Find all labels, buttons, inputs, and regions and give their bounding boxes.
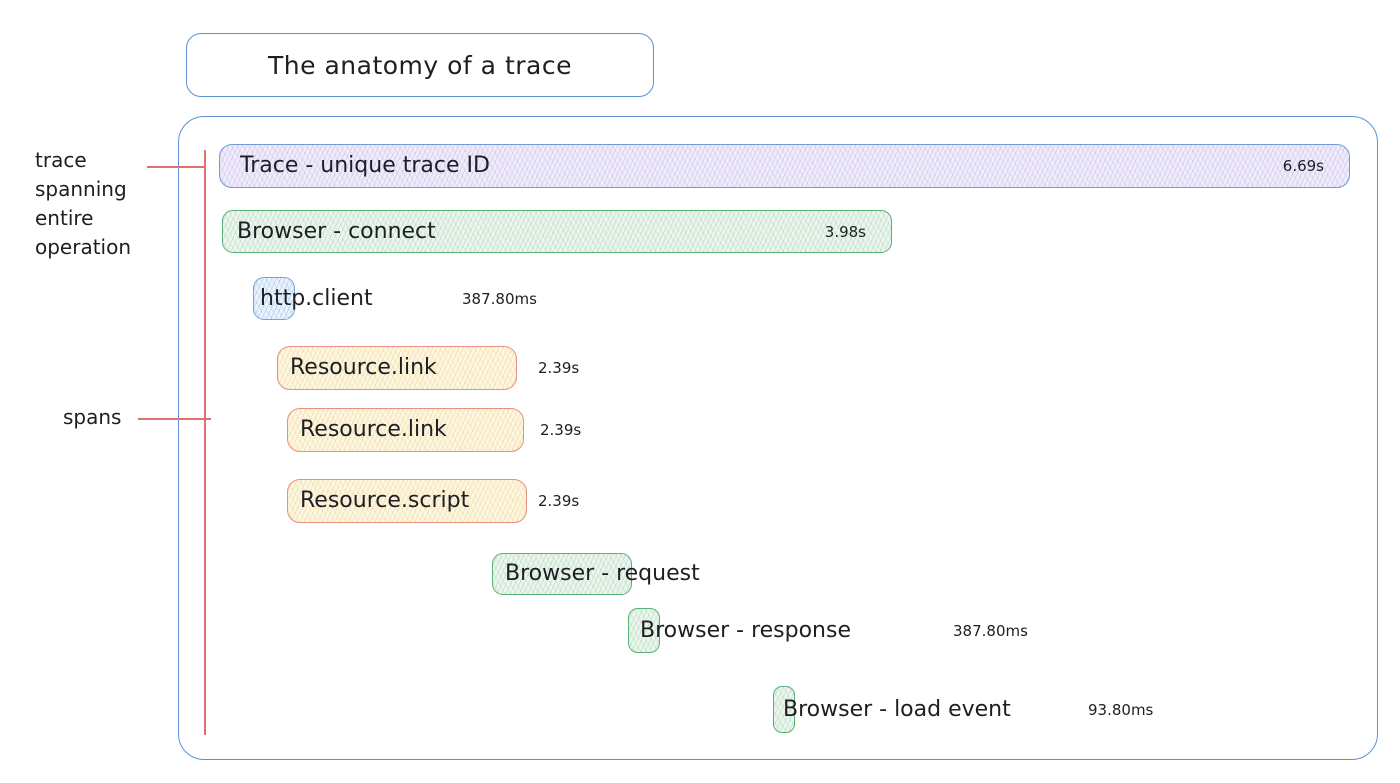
span-browser-request-box [492,553,632,595]
span-resource-script-box [287,479,527,523]
trace-annotation-label: trace spanning entire operation [35,148,132,259]
span-resource-link-1-box [277,346,517,390]
span-resource-link-2-duration: 2.39s [540,421,582,439]
span-resource-link-1-duration: 2.39s [538,359,580,377]
span-browser-load-event-box [773,686,795,733]
trace-container-outline [178,116,1378,760]
span-browser-response-box [628,608,660,653]
span-browser-response-duration: 387.80ms [953,621,1028,640]
trace-label: Trace - unique trace ID [240,153,490,178]
span-resource-link-2-box [287,408,524,452]
trace-duration: 6.69s [1282,157,1324,175]
trace-annotation-connector [147,166,206,168]
span-resource-script-label: Resource.script [300,488,470,513]
span-http-client-label: http.client [260,285,373,311]
span-resource-link-2-label: Resource.link [300,417,447,442]
span-browser-request-label: Browser - request [505,561,700,586]
spans-annotation-label: spans [63,405,122,429]
span-browser-connect-box [222,210,892,253]
span-http-client-duration: 387.80ms [462,289,537,308]
span-http-client-box [253,277,295,320]
span-resource-script-duration: 2.39s [538,492,580,510]
span-browser-connect-label: Browser - connect [237,218,436,244]
title-box: The anatomy of a trace [186,33,654,97]
span-browser-connect-duration: 3.98s [824,222,866,241]
span-browser-load-event-label: Browser - load event [783,696,1011,722]
span-browser-response-label: Browser - response [640,617,851,643]
diagram-title: The anatomy of a trace [268,50,572,80]
spans-annotation-connector [138,418,211,420]
span-resource-link-1-label: Resource.link [290,355,437,380]
trace-box [219,144,1350,188]
spans-bracket-line [204,150,206,735]
span-browser-load-event-duration: 93.80ms [1088,700,1154,719]
